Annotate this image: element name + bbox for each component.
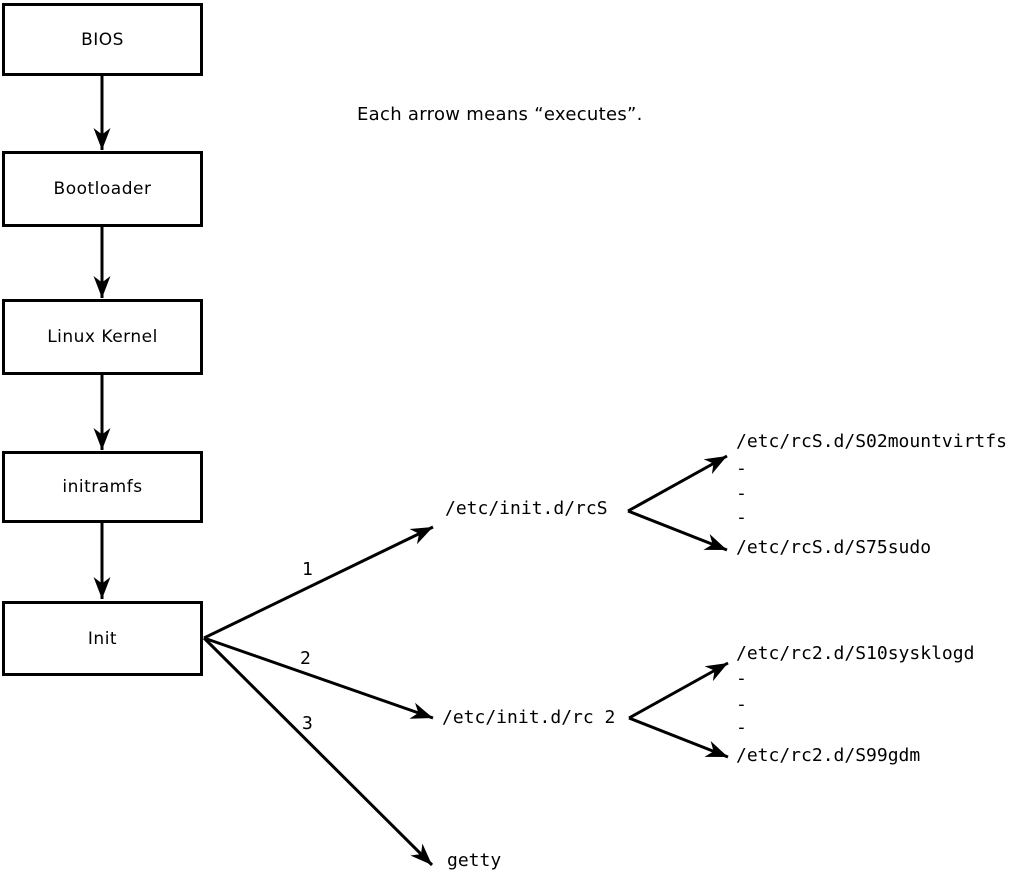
rc2-child-s99gdm: /etc/rc2.d/S99gdm: [736, 745, 921, 766]
box-bios-label: BIOS: [81, 29, 124, 50]
target-getty: getty: [447, 850, 502, 871]
rcs-child-dash-1: -: [736, 458, 747, 479]
arrow-rcs-to-s75sudo: [627, 509, 728, 552]
rcs-child-s02mountvirtfs: /etc/rcS.d/S02mountvirtfs: [736, 431, 1007, 452]
arrow-init-to-rc2: [203, 636, 434, 720]
arrow-rcs-to-s02mountvirtfs: [627, 454, 728, 513]
branch-2-order-label: 2: [300, 648, 311, 669]
arrow-rc2-to-s10sysklogd: [628, 661, 729, 720]
rc2-child-dash-3: -: [736, 717, 747, 738]
branch-1-order-label: 1: [302, 559, 313, 580]
box-initramfs-label: initramfs: [62, 477, 143, 497]
target-etc-init-d-rc2: /etc/init.d/rc 2: [442, 707, 616, 728]
rc2-child-s10sysklogd: /etc/rc2.d/S10sysklogd: [736, 643, 975, 664]
rcs-child-dash-3: -: [736, 507, 747, 528]
arrow-rc2-to-s99gdm: [628, 716, 729, 759]
box-linux-kernel-label: Linux Kernel: [47, 327, 158, 347]
arrow-init-to-getty: [202, 636, 434, 867]
box-bootloader-label: Bootloader: [53, 179, 152, 199]
box-linux-kernel: Linux Kernel: [2, 299, 203, 375]
rc2-child-dash-1: -: [736, 668, 747, 689]
box-init-label: Init: [87, 628, 118, 649]
box-bootloader: Bootloader: [2, 151, 203, 227]
arrow-init-to-rcs: [203, 525, 434, 640]
rcs-child-s75sudo: /etc/rcS.d/S75sudo: [736, 537, 932, 558]
rcs-child-dash-2: -: [736, 483, 747, 504]
box-init: Init: [2, 601, 203, 676]
legend-note: Each arrow means “executes”.: [357, 104, 643, 125]
rc2-child-dash-2: -: [736, 694, 747, 715]
branch-3-order-label: 3: [302, 713, 313, 734]
target-etc-init-d-rcs: /etc/init.d/rcS: [445, 498, 608, 519]
box-bios: BIOS: [2, 3, 203, 76]
box-initramfs: initramfs: [2, 451, 203, 523]
